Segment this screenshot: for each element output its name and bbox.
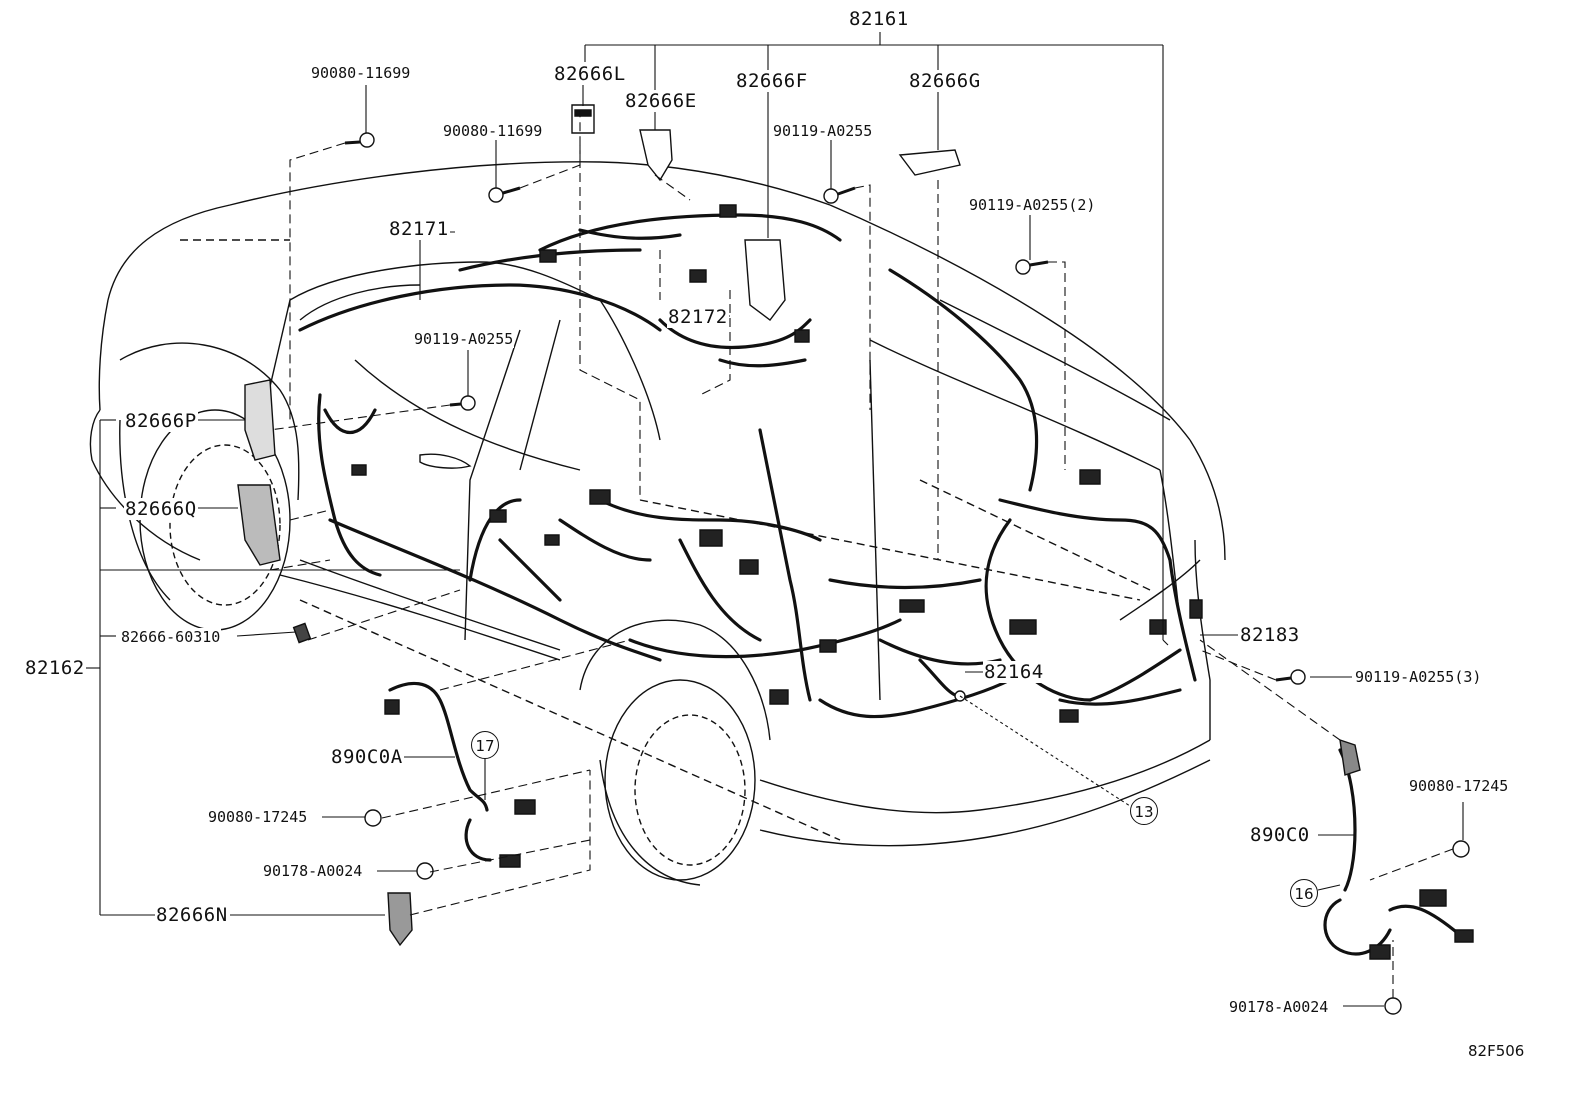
part-label-90119-A0255-3: 90119-A0255(3) [1354, 668, 1483, 686]
part-label-90119-A0255-2: 90119-A0255(2) [968, 196, 1097, 214]
part-label-82172: 82172 [667, 306, 729, 328]
part-label-90080-17245-left: 90080-17245 [207, 808, 309, 826]
vehicle-body-outline [90, 162, 1225, 885]
part-label-90080-11699-lower: 90080-11699 [442, 122, 544, 140]
part-label-90080-17245-right: 90080-17245 [1408, 777, 1510, 795]
figure-code: 82F506 [1468, 1042, 1525, 1060]
part-label-82666N: 82666N [155, 904, 229, 926]
part-label-82666-60310: 82666-60310 [120, 628, 222, 646]
part-label-82171: 82171 [388, 218, 450, 240]
part-label-82666L: 82666L [553, 63, 627, 85]
part-label-82666P: 82666P [124, 410, 198, 432]
part-label-82164: 82164 [983, 661, 1045, 683]
part-label-890C0A: 890C0A [330, 746, 404, 768]
part-label-82666E: 82666E [624, 90, 698, 112]
part-label-890C0: 890C0 [1249, 824, 1311, 846]
connectors-and-brackets [238, 105, 1473, 1014]
part-label-90119-A0255-door: 90119-A0255 [413, 330, 515, 348]
part-label-90178-A0024-right: 90178-A0024 [1228, 998, 1330, 1016]
part-label-82183: 82183 [1239, 624, 1301, 646]
part-label-82162: 82162 [24, 657, 86, 679]
part-label-90080-11699-upper: 90080-11699 [310, 64, 412, 82]
callout-16: 16 [1290, 879, 1318, 907]
leader-lines [86, 32, 1463, 1006]
part-label-82666Q: 82666Q [124, 498, 198, 520]
wire-harness-routes [300, 215, 1460, 954]
part-label-82666G: 82666G [908, 70, 982, 92]
part-label-90178-A0024-left: 90178-A0024 [262, 862, 364, 880]
part-label-82666F: 82666F [735, 70, 809, 92]
callout-17: 17 [471, 731, 499, 759]
dashed-projection-lines [270, 110, 1453, 998]
callout-13: 13 [1130, 797, 1158, 825]
part-label-90119-A0255-roof: 90119-A0255 [772, 122, 874, 140]
part-label-82161: 82161 [848, 8, 910, 30]
